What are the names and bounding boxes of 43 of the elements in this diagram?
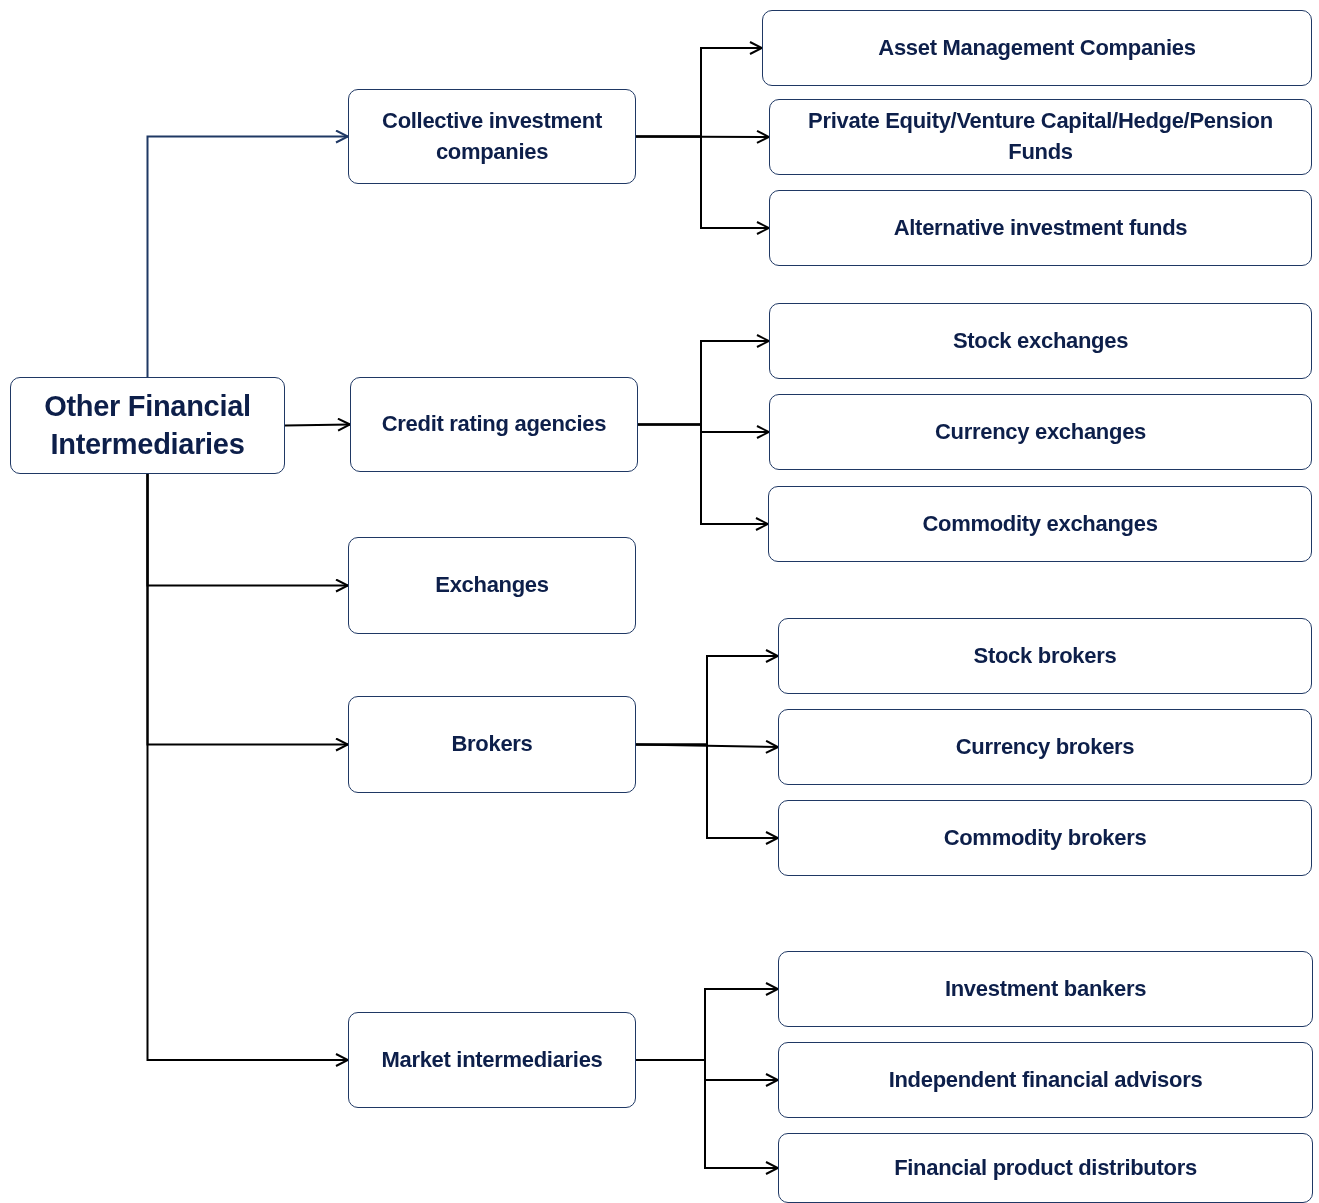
node-label: Alternative investment funds — [893, 213, 1188, 242]
arrow — [635, 1059, 779, 1175]
node-label: Stock brokers — [973, 641, 1117, 670]
arrow — [635, 743, 779, 845]
category-box — [769, 99, 1312, 175]
arrow — [635, 135, 770, 235]
category-box — [769, 394, 1312, 470]
node-label: Credit rating agencies — [381, 410, 607, 439]
category-box — [762, 10, 1312, 86]
category-box — [348, 89, 636, 184]
root-box — [10, 377, 285, 474]
node-label: Commodity brokers — [943, 823, 1147, 852]
category-box — [348, 1012, 636, 1108]
category-box — [778, 800, 1312, 876]
node-label: Brokers — [451, 730, 533, 759]
category-box — [768, 486, 1312, 562]
category-box — [778, 1042, 1313, 1118]
category-box — [778, 618, 1312, 694]
category-box — [348, 696, 636, 793]
node-label: Stock exchanges — [952, 326, 1129, 355]
node-label: Currency exchanges — [934, 417, 1146, 446]
arrow — [146, 473, 349, 1067]
node-label: Financial product distributors — [894, 1153, 1197, 1182]
node-label: Collective investment companies — [381, 106, 603, 166]
node-label: Independent financial advisors — [888, 1065, 1203, 1094]
node-label: Exchanges — [435, 571, 549, 600]
category-box — [348, 537, 636, 634]
node-label: Other Financial Intermediaries — [43, 388, 252, 462]
category-box — [769, 303, 1312, 379]
category-box — [778, 1133, 1313, 1203]
node-label: Market intermediaries — [381, 1045, 603, 1074]
node-label: Currency brokers — [955, 732, 1135, 761]
node-label: Private Equity/Venture Capital/Hedge/Pension Funds — [807, 107, 1274, 166]
node-label: Asset Management Companies — [878, 33, 1196, 62]
category-box — [778, 951, 1313, 1027]
arrow — [637, 423, 769, 531]
node-label: Commodity exchanges — [922, 509, 1158, 538]
category-box — [350, 377, 638, 472]
arrow — [146, 129, 349, 378]
category-box — [769, 190, 1312, 266]
category-box — [778, 709, 1312, 785]
arrow — [284, 417, 351, 432]
node-label: Investment bankers — [944, 974, 1147, 1003]
